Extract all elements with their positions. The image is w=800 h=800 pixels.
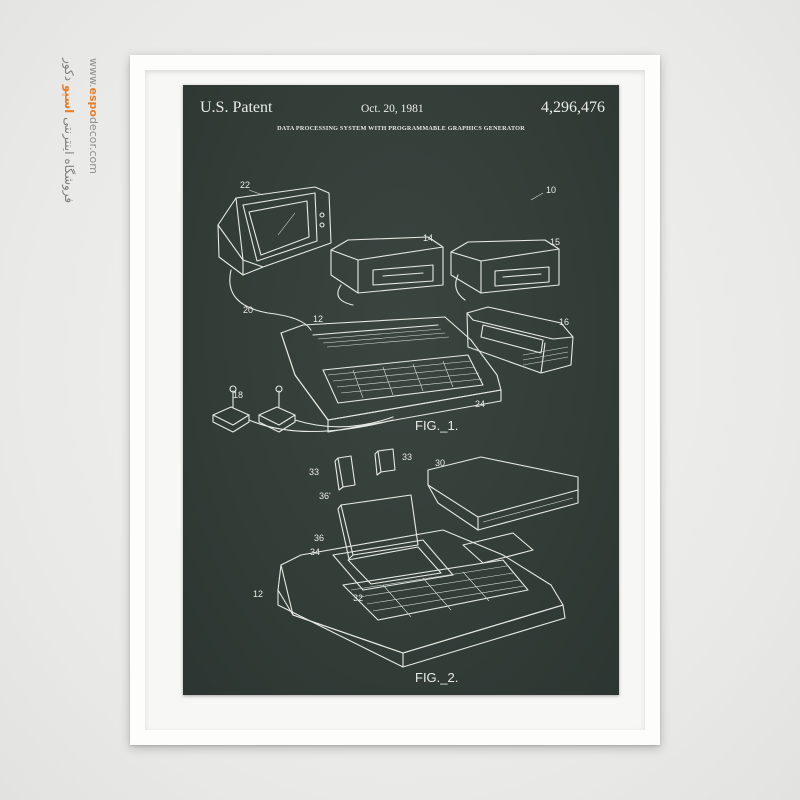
ref-36-prime: 36' [319,491,331,501]
watermark-url-accent: espo [87,87,100,116]
ref-32: 32 [353,593,363,603]
ref-30: 30 [435,458,445,468]
ref-12-fig2: 12 [253,589,263,599]
monitor-drawing [218,187,331,275]
cartridges-drawing [335,449,395,490]
ref-34: 34 [310,547,320,557]
watermark-persian-text: فروشگاه اینترنتی [62,117,76,203]
watermark-persian-suffix: دکور [62,58,76,81]
ref-15: 15 [550,237,560,247]
disk-drive-15-drawing [451,240,559,300]
ref-33-left: 33 [309,467,319,477]
ref-24: 24 [475,399,485,409]
ref-36: 36 [314,533,324,543]
ref-14: 14 [423,233,433,243]
watermark-url-suffix: decor.com [87,117,100,174]
ref-33-right: 33 [402,452,412,462]
ref-22: 22 [240,180,250,190]
watermark-persian-accent: اسپو [62,85,76,113]
cassette-recorder-drawing [467,307,573,373]
cartridge-cover-drawing [428,457,578,530]
ref-16: 16 [559,317,569,327]
ref-12-fig1: 12 [313,314,323,324]
fig2-label: FIG._2. [415,670,458,685]
patent-poster: U.S. Patent Oct. 20, 1981 4,296,476 DATA… [183,85,619,695]
watermark-persian: فروشگاه اینترنتی اسپو دکور [56,58,76,258]
computer-fig2-drawing [278,530,565,667]
watermark-url-prefix: www. [87,58,100,87]
ref-20: 20 [243,305,253,315]
disk-drive-14-drawing [331,237,443,305]
ref-18: 18 [233,390,243,400]
ref-10: 10 [546,185,556,195]
patent-drawing: 22 10 14 15 20 12 16 18 24 FIG._1. 33 33… [183,85,619,695]
fig1-label: FIG._1. [415,418,458,433]
watermark-url: www.espodecor.com [80,58,100,238]
